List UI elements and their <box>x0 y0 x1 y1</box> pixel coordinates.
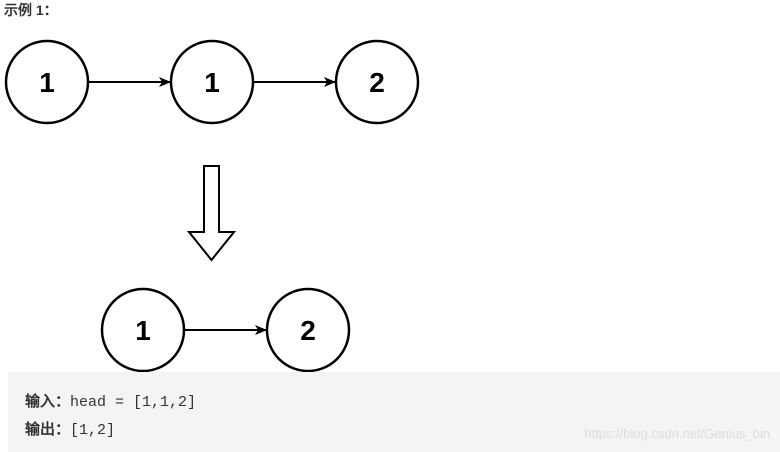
input-node-3 <box>334 39 420 125</box>
output-list: 1 2 <box>100 287 351 372</box>
output-label: 输出： <box>25 420 71 438</box>
input-value: head = [1,1,2] <box>70 394 197 411</box>
output-node-2 <box>265 287 351 372</box>
example-code-block: 输入：head = [1,1,2] 输出：[1,2] https://blog.… <box>8 372 780 452</box>
linked-list-diagram: 1 1 2 1 2 <box>4 39 420 372</box>
input-line: 输入：head = [1,1,2] <box>25 391 196 413</box>
input-node-3-label: 2 <box>369 67 385 98</box>
watermark: https://blog.csdn.net/Genius_bin <box>584 426 770 441</box>
example-title: 示例 1： <box>4 2 58 18</box>
input-node-1-label: 1 <box>39 67 55 98</box>
output-node-1 <box>100 287 186 372</box>
input-list: 1 1 2 <box>4 39 420 125</box>
output-node-1-label: 1 <box>135 315 151 346</box>
input-node-2-label: 1 <box>204 67 220 98</box>
output-line: 输出：[1,2] <box>25 419 115 441</box>
output-value: [1,2] <box>70 422 116 439</box>
output-node-2-label: 2 <box>300 315 316 346</box>
input-node-1 <box>4 39 90 125</box>
input-label: 输入： <box>25 392 71 410</box>
input-node-2 <box>169 39 255 125</box>
transform-down-arrow <box>186 165 237 262</box>
